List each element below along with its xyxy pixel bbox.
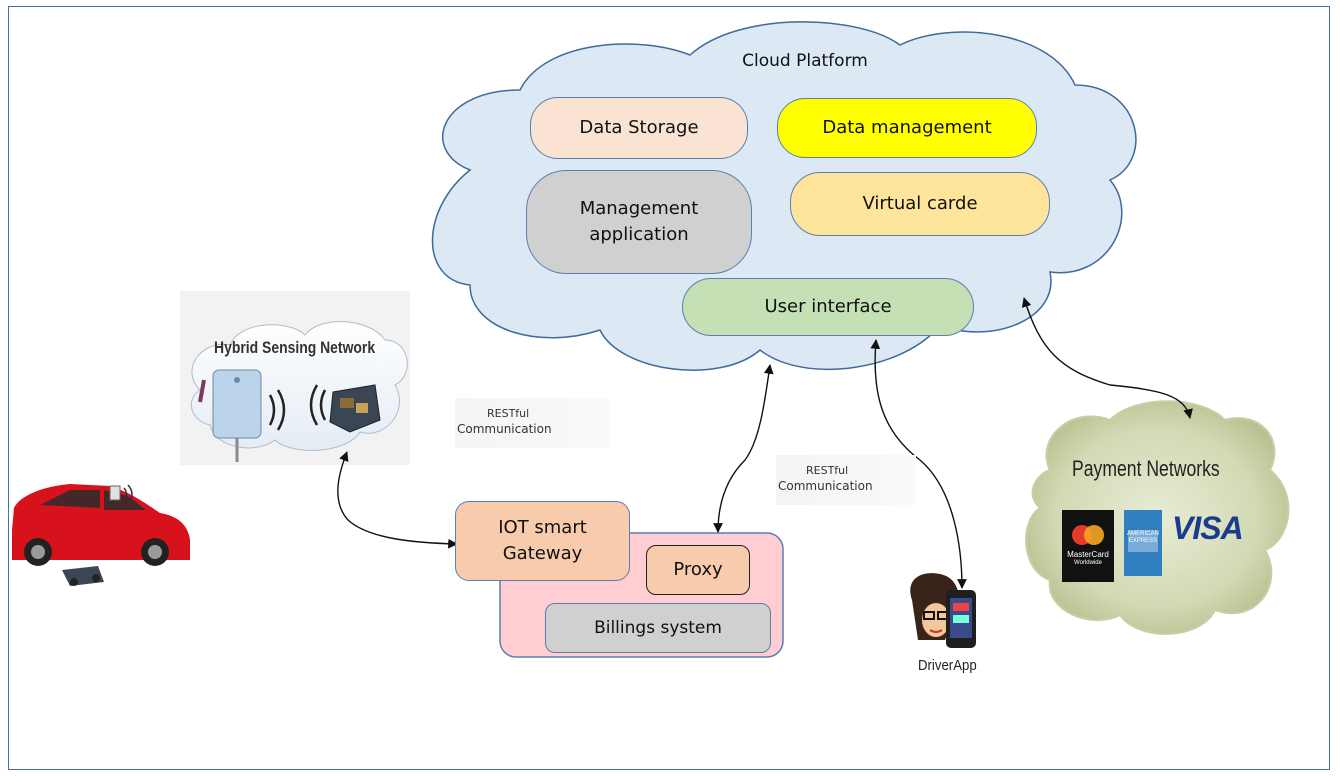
iot-gateway-box: IOT smart Gateway — [455, 501, 630, 581]
mastercard-line1: MasterCard — [1067, 550, 1109, 559]
cloud-platform-title: Cloud Platform — [742, 51, 868, 71]
restful-left-line1: RESTful — [487, 407, 530, 420]
user-interface-box: User interface — [682, 278, 974, 336]
mastercard-line2: Worldwide — [1074, 559, 1102, 566]
amex-line1: AMERICAN — [1127, 531, 1159, 537]
amex-logo: AMERICAN EXPRESS — [1124, 531, 1162, 545]
driver-app-label: DriverApp — [918, 657, 977, 674]
data-management-box: Data management — [777, 98, 1037, 158]
hybrid-sensing-network-title: Hybrid Sensing Network — [214, 338, 376, 357]
payment-networks-title: Payment Networks — [1072, 456, 1220, 481]
billings-system-box: Billings system — [545, 603, 771, 653]
restful-label-left: RESTful Communication — [455, 398, 609, 448]
restful-right-line2: Communication — [778, 479, 873, 493]
restful-left-line2: Communication — [457, 422, 552, 436]
restful-label-right: RESTful Communication — [776, 455, 916, 505]
amex-line2: EXPRESS — [1128, 538, 1158, 545]
proxy-box: Proxy — [646, 545, 750, 595]
management-application-box: Management application — [526, 170, 752, 274]
virtual-carde-box: Virtual carde — [790, 172, 1050, 236]
hybrid-sensing-network-image — [180, 291, 410, 465]
driver-app-image — [910, 573, 976, 648]
payment-networks-cloud — [1025, 400, 1290, 635]
arrow-sensing-gateway — [337, 451, 458, 549]
restful-right-line1: RESTful — [806, 464, 849, 477]
car-image — [12, 484, 190, 586]
arrow-cloud-payment — [1021, 297, 1193, 419]
arrow-cloud-proxy — [713, 364, 774, 533]
data-storage-box: Data Storage — [530, 97, 748, 159]
visa-logo: VISA — [1172, 510, 1244, 546]
arrow-userinterface-driverapp — [870, 339, 967, 589]
mastercard-logo: MasterCard Worldwide — [1062, 550, 1114, 566]
